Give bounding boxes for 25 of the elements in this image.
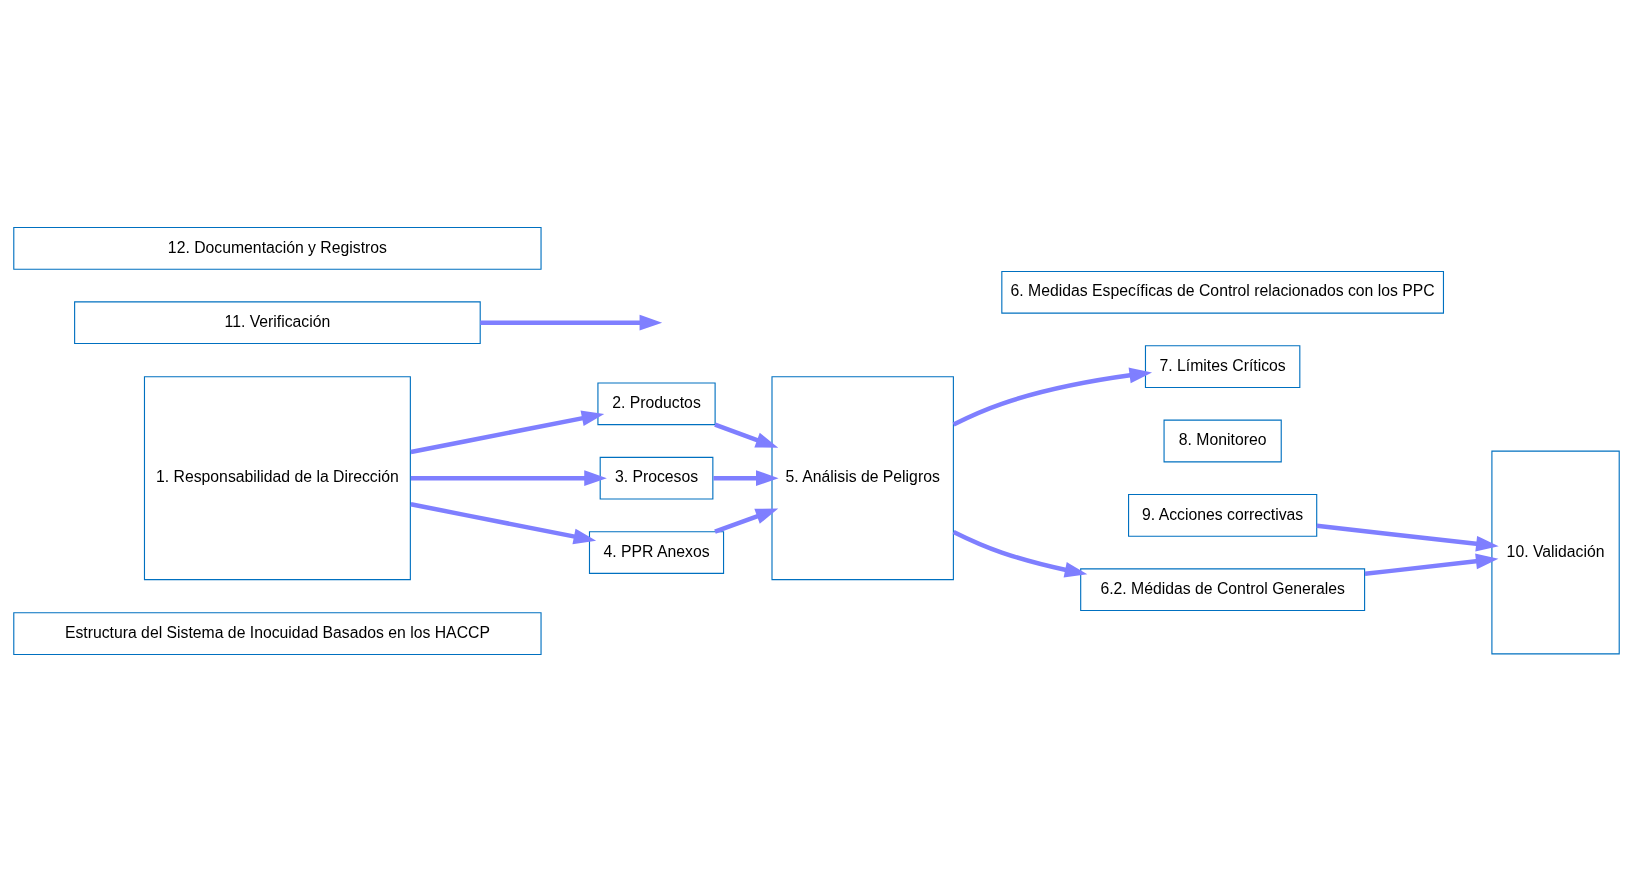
- node-box: 10. Validación: [1491, 450, 1620, 655]
- node-box: 1. Responsabilidad de la Dirección: [143, 376, 411, 581]
- arrow: [714, 422, 779, 448]
- node-box: 12. Documentación y Registros: [13, 226, 542, 270]
- node-box: 2. Productos: [597, 382, 716, 426]
- node-box: 8. Monitoreo: [1163, 419, 1282, 463]
- node-box: 9. Acciones correctivas: [1128, 493, 1318, 537]
- node-box: 4. PPR Anexos: [588, 531, 725, 574]
- arrow: [714, 508, 779, 534]
- node-box: Estructura del Sistema de Inocuidad Basados en los HACCP: [13, 612, 542, 656]
- node-box: 6. Medidas Específicas de Control relacionados con los PPC: [1001, 270, 1445, 314]
- node-box: 11. Verificación: [74, 301, 481, 345]
- arrow: [410, 502, 597, 545]
- node-box: 5. Análisis de Peligros: [771, 376, 954, 581]
- arrow: [1316, 523, 1499, 552]
- node-box: 7. Límites Críticos: [1144, 345, 1301, 389]
- arrow: [952, 529, 1088, 578]
- node-box: 6.2. Médidas de Control Generales: [1080, 568, 1366, 612]
- arrow: [952, 367, 1153, 427]
- arrow: [1364, 553, 1499, 577]
- node-box: 3. Procesos: [599, 456, 714, 500]
- arrow: [410, 470, 607, 487]
- arrow: [480, 314, 663, 331]
- arrow: [713, 470, 779, 487]
- arrow: [410, 410, 605, 455]
